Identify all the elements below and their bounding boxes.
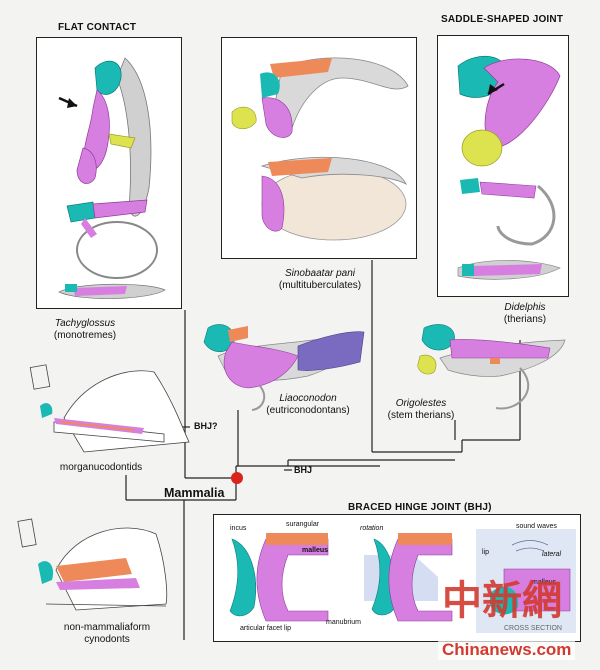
origolestes-label: Origolestes (stem therians) (376, 398, 466, 422)
bhj-lip-label: lip (482, 549, 490, 556)
cynodonts-line2: cynodonts (84, 634, 130, 645)
tachyglossus-label: Tachyglossus (monotremes) (30, 318, 140, 342)
morganucodontids-label: morganucodontids (59, 462, 143, 473)
bhj-question-label: BHJ? (194, 421, 218, 431)
bhj-panel-header: BRACED HINGE JOINT (BHJ) (348, 502, 492, 513)
bhj-schematic (229, 529, 576, 633)
tachyglossus-name: Tachyglossus (54, 318, 116, 329)
morganucodontid-skull-drawing (29, 364, 190, 453)
bhj-lateral-label: lateral (542, 551, 562, 558)
didelphis-label: Didelphis (therians) (475, 302, 575, 326)
bhj-sound-waves-label: sound waves (516, 523, 557, 530)
flat-contact-header: FLAT CONTACT (58, 22, 137, 33)
bhj-rotation-label: rotation (360, 525, 384, 532)
didelphis-group: (therians) (503, 314, 547, 325)
flat-contact-panel (36, 37, 182, 309)
saddle-joint-header: SADDLE-SHAPED JOINT (441, 14, 564, 25)
mammalia-node (231, 472, 243, 484)
sinobaatar-ear-drawing (231, 57, 409, 241)
sinobaatar-label: Sinobaatar pani (multituberculates) (250, 268, 390, 292)
origolestes-name: Origolestes (395, 398, 447, 409)
liaoconodon-name: Liaoconodon (279, 393, 337, 404)
sinobaatar-group: (multituberculates) (278, 280, 362, 291)
watermark-site: Chinanews.com (438, 640, 576, 660)
liaoconodon-label: Liaoconodon (eutriconodontans) (248, 393, 368, 417)
bhj-cross-section-label: CROSS SECTION (504, 625, 562, 632)
cynodont-skull-drawing (17, 518, 168, 611)
bhj-panel: incus surangular malleus rotation sound … (213, 514, 581, 642)
tachyglossus-ear-drawing (58, 57, 166, 299)
saddle-joint-panel (437, 35, 569, 297)
bhj-malleus-label: malleus (302, 547, 329, 554)
sinobaatar-name: Sinobaatar pani (284, 268, 356, 279)
didelphis-ear-drawing (457, 55, 561, 280)
mammalia-label: Mammalia (164, 486, 225, 500)
origolestes-group: (stem therians) (387, 410, 455, 421)
tachyglossus-group: (monotremes) (53, 330, 117, 341)
sinobaatar-panel (221, 37, 417, 259)
liaoconodon-group: (eutriconodontans) (266, 405, 350, 416)
cynodonts-line1: non-mammaliaform (63, 622, 151, 633)
watermark-chinese: 中新網 (442, 578, 562, 624)
liaoconodon-ear-drawing (203, 324, 365, 411)
bhj-incus-label: incus (230, 525, 247, 532)
bhj-malleus2-label: malleus (532, 579, 557, 586)
bhj-label: BHJ (294, 465, 313, 475)
bhj-manubrium-label: manubrium (326, 619, 362, 626)
didelphis-name: Didelphis (504, 302, 546, 313)
bhj-surangular-label: surangular (286, 521, 320, 528)
bhj-articular-facet-lip-label: articular facet lip (240, 625, 291, 632)
origolestes-ear-drawing (417, 324, 566, 410)
cynodonts-label: non-mammaliaform cynodonts (42, 622, 172, 646)
